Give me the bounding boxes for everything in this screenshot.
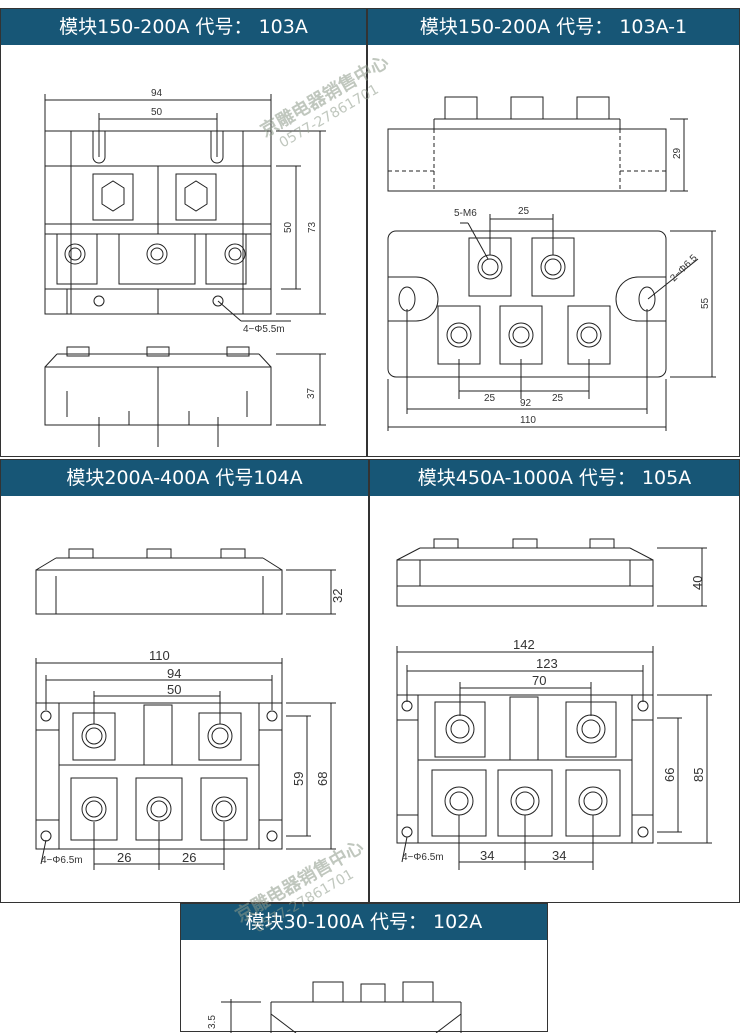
diagram-104a: 32 110 94 50 59 68 4−Φ6.5m 26 26 <box>35 548 345 870</box>
diagram-103a: 94 50 50 73 4−Φ5.5m 37 <box>44 88 326 447</box>
dim-hole: 2−Φ6.5 <box>668 252 700 284</box>
panel-103a-1: 模块150-200A 代号： 103A-1 <box>367 8 740 457</box>
dim-34a: 34 <box>480 848 494 863</box>
dim-h40: 40 <box>690 576 705 590</box>
dim-h59: 59 <box>291 772 306 786</box>
dim-hole: 4−Φ5.5m <box>243 324 285 335</box>
dim-25b: 25 <box>552 393 564 404</box>
panel-title: 模块150-200A 代号： 103A <box>1 9 366 45</box>
diagram-103a-1: 29 5-M6 25 2−Φ6.5 55 25 25 92 110 <box>387 96 716 431</box>
dim-h3-5: 3.5 <box>207 1015 218 1029</box>
panel-title: 模块450A-1000A 代号： 105A <box>370 460 739 496</box>
dim-110: 110 <box>149 648 170 663</box>
dim-94: 94 <box>167 666 181 681</box>
dim-92: 92 <box>520 398 532 409</box>
panel-105a: 模块450A-1000A 代号： 105A <box>369 459 740 903</box>
dim-h68: 68 <box>315 772 330 786</box>
dim-50: 50 <box>167 682 181 697</box>
diagram-102a: 3.5 <box>207 981 462 1033</box>
dim-70: 70 <box>532 673 546 688</box>
dim-34b: 34 <box>552 848 566 863</box>
dim-h73: 73 <box>307 221 318 233</box>
dim-hole: 4−Φ6.5m <box>41 855 83 866</box>
panel-title: 模块30-100A 代号： 102A <box>181 904 547 940</box>
dim-h29: 29 <box>672 147 683 159</box>
dim-25-top: 25 <box>518 206 530 217</box>
dim-h55: 55 <box>700 297 711 309</box>
panel-102a: 模块30-100A 代号： 102A 3.5 <box>180 903 548 1033</box>
dim-m6: 5-M6 <box>454 208 477 219</box>
panel-title: 模块150-200A 代号： 103A-1 <box>368 9 739 45</box>
dim-h50: 50 <box>283 221 294 233</box>
panel-103a: 模块150-200A 代号： 103A <box>0 8 367 457</box>
panel-title: 模块200A-400A 代号104A <box>1 460 368 496</box>
dim-123: 123 <box>536 656 558 671</box>
dim-94: 94 <box>151 88 163 99</box>
dim-50: 50 <box>151 107 163 118</box>
dim-h32: 32 <box>330 589 345 603</box>
dim-h37: 37 <box>306 387 317 399</box>
dim-110: 110 <box>520 415 536 426</box>
panel-104a: 模块200A-400A 代号104A <box>0 459 369 903</box>
dim-h66: 66 <box>662 768 677 782</box>
dim-142: 142 <box>513 637 535 652</box>
dim-hole: 4−Φ6.5m <box>402 852 444 863</box>
dim-h85: 85 <box>691 768 706 782</box>
dim-25a: 25 <box>484 393 496 404</box>
diagram-105a: 40 142 123 70 66 85 4−Φ6.5m 34 34 <box>396 538 712 870</box>
dim-26b: 26 <box>182 850 196 865</box>
dim-26a: 26 <box>117 850 131 865</box>
